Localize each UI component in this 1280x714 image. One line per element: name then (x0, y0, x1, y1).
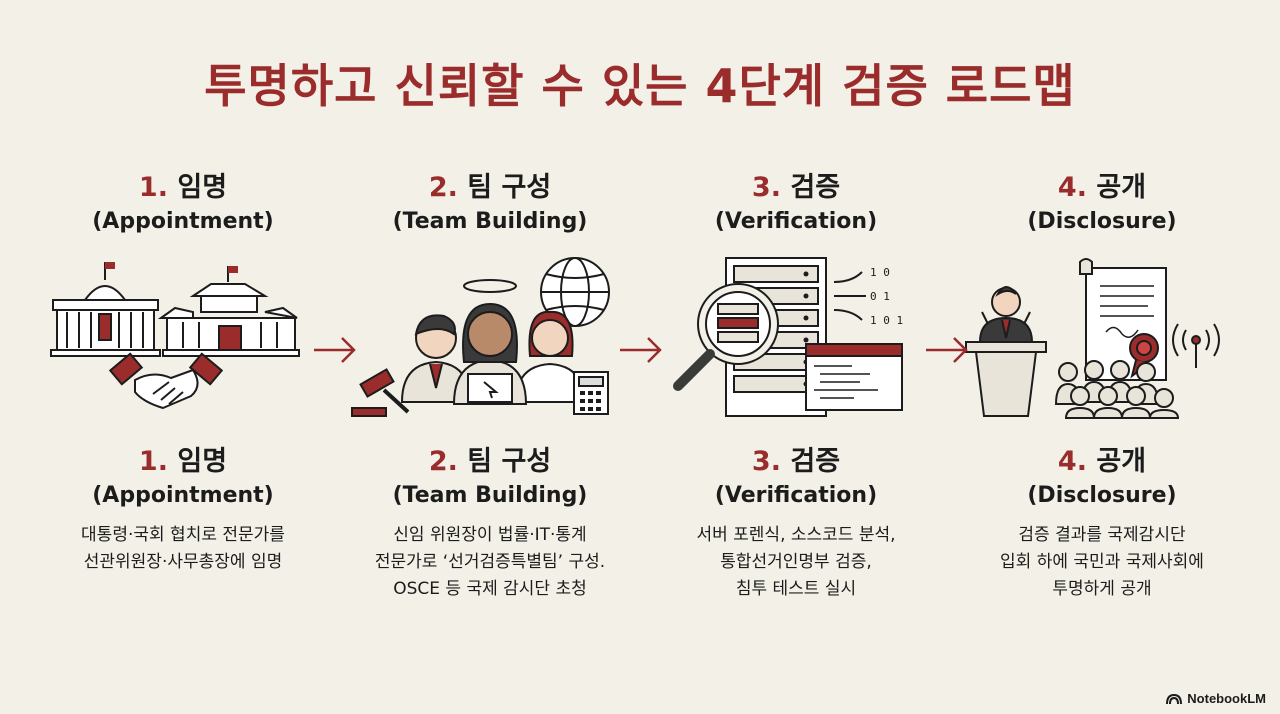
step-verification: 3. 검증 (Verification) (646, 170, 946, 603)
step-english-name: (Appointment) (92, 209, 274, 234)
arrow-right-icon (926, 337, 968, 363)
step-heading: 1. 임명 (138, 172, 228, 203)
step-english-name-repeat: (Appointment) (92, 483, 274, 508)
step-heading: 4. 공개 (1057, 172, 1147, 203)
step-heading: 3. 검증 (751, 172, 841, 203)
step-description: 서버 포렌식, 소스코드 분석, 통합선거인명부 검증, 침투 테스트 실시 (696, 525, 896, 599)
step-heading: 2. 팀 구성 (428, 172, 552, 203)
notebooklm-logo-icon (1166, 693, 1183, 704)
step-heading-repeat: 3. 검증 (751, 446, 841, 477)
brand-watermark: NotebookLM (1166, 691, 1266, 706)
arrow-right-icon (314, 337, 356, 363)
page-title: 투명하고 신뢰할 수 있는 4단계 검증 로드맵 (204, 59, 1076, 113)
public-disclosure-icon (965, 258, 1220, 419)
step-disclosure: 4. 공개 (Disclosure) (952, 170, 1252, 603)
step-team-building: 2. 팀 구성 (Team Building) (340, 170, 640, 603)
step-description: 대통령·국회 협치로 전문가를 선관위원장·사무총장에 임명 (81, 525, 285, 572)
step-english-name-repeat: (Disclosure) (1027, 483, 1177, 508)
step-heading-repeat: 4. 공개 (1057, 446, 1147, 477)
step-description: 검증 결과를 국제감시단 입회 하에 국민과 국제사회에 투명하게 공개 (1000, 525, 1204, 599)
step-english-name-repeat: (Team Building) (392, 483, 588, 508)
step-english-name-repeat: (Verification) (714, 483, 878, 508)
brand-label: NotebookLM (1187, 691, 1266, 706)
step-english-name: (Disclosure) (1027, 209, 1177, 234)
svg-text:1 0 1: 1 0 1 (870, 314, 903, 327)
step-heading-repeat: 2. 팀 구성 (428, 446, 552, 477)
step-description: 신임 위원장이 법률·IT·통계 전문가로 ‘선거검증특별팀’ 구성. OSCE… (374, 525, 606, 599)
svg-text:1 0: 1 0 (870, 266, 890, 279)
svg-text:0 1: 0 1 (870, 290, 890, 303)
step-appointment: 1. 임명 (Appointment) (33, 170, 333, 576)
expert-team-icon (351, 257, 610, 417)
server-inspection-icon: 1 0 0 1 1 0 1 (673, 257, 903, 417)
step-english-name: (Team Building) (392, 209, 588, 234)
step-heading-repeat: 1. 임명 (138, 446, 228, 477)
arrow-right-icon (620, 337, 662, 363)
step-english-name: (Verification) (714, 209, 878, 234)
government-handshake-icon (50, 262, 300, 410)
